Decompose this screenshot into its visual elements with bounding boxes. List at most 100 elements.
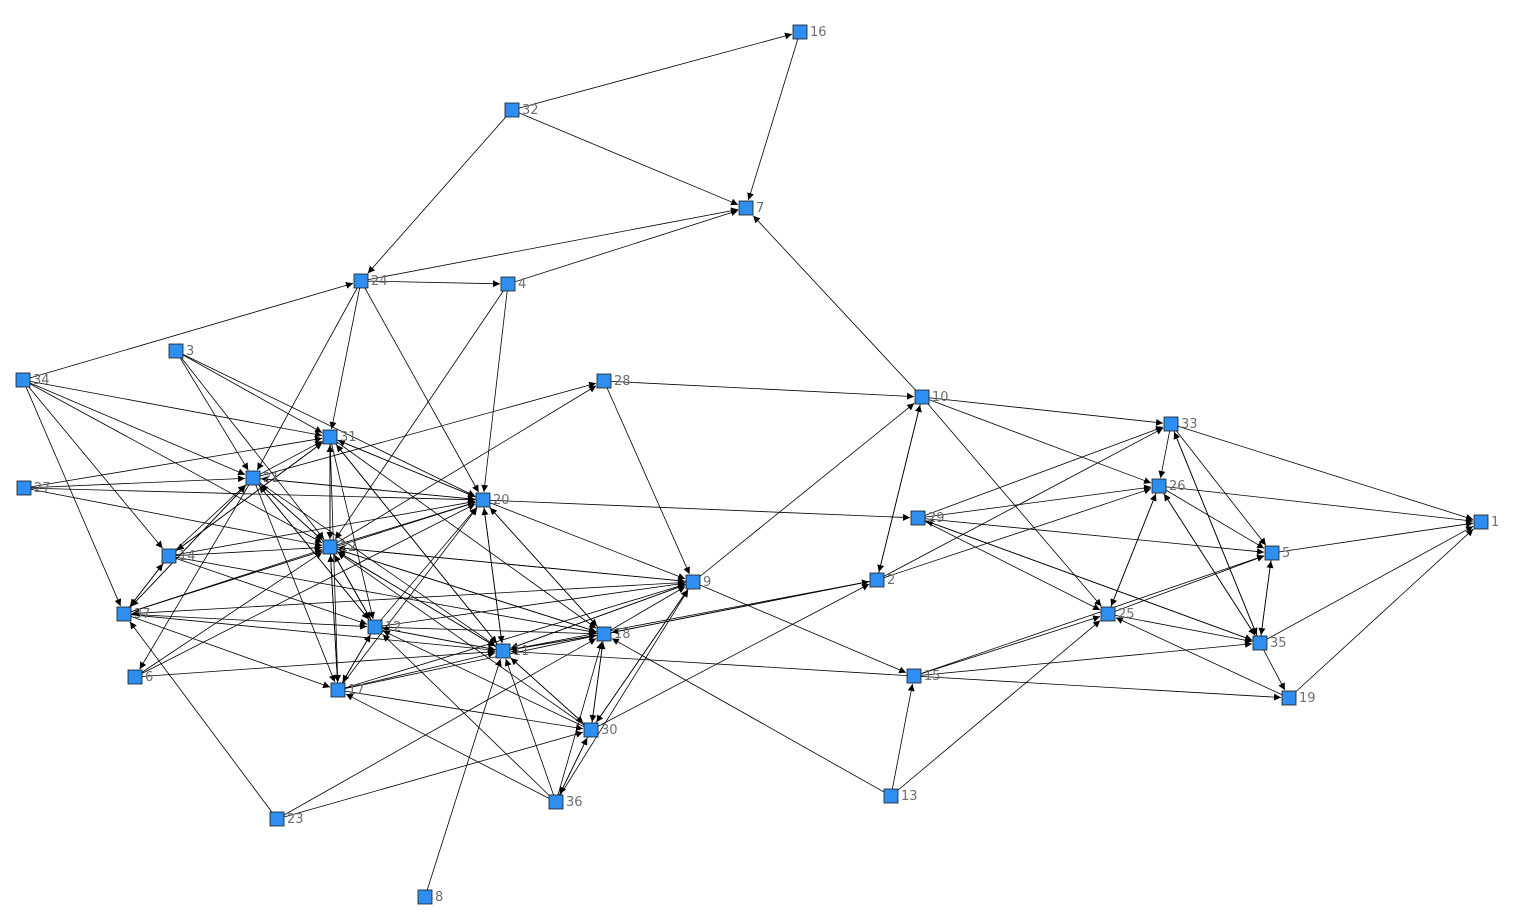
node-square-icon[interactable] xyxy=(685,574,701,590)
node-square-icon[interactable] xyxy=(245,470,261,486)
node-square-icon[interactable] xyxy=(161,548,177,564)
node-square-icon[interactable] xyxy=(330,682,346,698)
edge-34-to-14 xyxy=(22,379,163,549)
node-label: 4 xyxy=(518,277,526,292)
node-square-icon[interactable] xyxy=(883,788,899,804)
node-10[interactable]: 10 xyxy=(914,389,949,405)
edge-37-to-11 xyxy=(123,613,496,654)
node-30[interactable]: 30 xyxy=(583,722,618,738)
node-29[interactable]: 29 xyxy=(910,510,945,526)
node-square-icon[interactable] xyxy=(1264,545,1280,561)
node-square-icon[interactable] xyxy=(596,626,612,642)
node-15[interactable]: 15 xyxy=(906,668,941,684)
edge-20-to-9 xyxy=(482,499,686,580)
node-23[interactable]: 23 xyxy=(269,811,304,827)
node-square-icon[interactable] xyxy=(504,102,520,118)
node-label: 22 xyxy=(340,540,357,555)
node-square-icon[interactable] xyxy=(548,794,564,810)
node-35[interactable]: 35 xyxy=(1252,635,1287,651)
node-label: 3 xyxy=(186,344,194,359)
node-square-icon[interactable] xyxy=(792,24,808,40)
edge-35-to-29 xyxy=(925,520,1261,644)
node-19[interactable]: 19 xyxy=(1281,690,1316,706)
node-label: 12 xyxy=(385,620,402,635)
edge-9-to-37 xyxy=(131,581,694,617)
node-square-icon[interactable] xyxy=(596,373,612,389)
node-26[interactable]: 26 xyxy=(1151,478,1186,494)
node-14[interactable]: 14 xyxy=(161,548,196,564)
edge-14-to-21 xyxy=(168,484,246,557)
node-square-icon[interactable] xyxy=(1252,635,1268,651)
node-18[interactable]: 18 xyxy=(596,626,631,642)
node-square-icon[interactable] xyxy=(417,889,433,905)
node-square-icon[interactable] xyxy=(914,389,930,405)
edge-layer xyxy=(22,31,1474,898)
edge-32-to-16 xyxy=(511,32,793,111)
edge-3-to-31 xyxy=(175,350,323,433)
node-37[interactable]: 37 xyxy=(116,606,151,622)
node-square-icon[interactable] xyxy=(583,722,599,738)
node-square-icon[interactable] xyxy=(500,276,516,292)
node-square-icon[interactable] xyxy=(869,572,885,588)
node-square-icon[interactable] xyxy=(322,539,338,555)
node-square-icon[interactable] xyxy=(475,492,491,508)
node-17[interactable]: 17 xyxy=(330,682,365,698)
node-33[interactable]: 33 xyxy=(1163,416,1198,432)
node-9[interactable]: 9 xyxy=(685,574,711,590)
node-27[interactable]: 27 xyxy=(16,480,51,496)
edge-17-to-11 xyxy=(337,651,496,691)
edge-8-to-11 xyxy=(424,658,502,898)
node-label: 13 xyxy=(901,789,918,804)
node-31[interactable]: 31 xyxy=(322,429,357,445)
edge-25-to-5 xyxy=(1107,555,1265,615)
node-label: 17 xyxy=(348,683,365,698)
edge-24-to-7 xyxy=(360,207,739,282)
node-square-icon[interactable] xyxy=(353,273,369,289)
node-4[interactable]: 4 xyxy=(500,276,526,292)
node-square-icon[interactable] xyxy=(1281,690,1297,706)
node-24[interactable]: 24 xyxy=(353,273,388,289)
node-22[interactable]: 22 xyxy=(322,539,357,555)
node-square-icon[interactable] xyxy=(910,510,926,526)
edge-35-to-33 xyxy=(1173,431,1261,644)
node-square-icon[interactable] xyxy=(168,343,184,359)
node-square-icon[interactable] xyxy=(1100,606,1116,622)
node-square-icon[interactable] xyxy=(116,606,132,622)
node-6[interactable]: 6 xyxy=(127,669,153,685)
edge-3-to-22 xyxy=(175,350,325,540)
edge-24-to-20 xyxy=(360,280,479,493)
node-36[interactable]: 36 xyxy=(548,794,583,810)
node-square-icon[interactable] xyxy=(367,619,383,635)
node-21[interactable]: 21 xyxy=(245,470,280,486)
node-square-icon[interactable] xyxy=(1473,514,1489,530)
node-32[interactable]: 32 xyxy=(504,102,539,118)
edge-25-to-35 xyxy=(1107,613,1253,644)
node-label: 26 xyxy=(1169,479,1186,494)
node-square-icon[interactable] xyxy=(269,811,285,827)
node-2[interactable]: 2 xyxy=(869,572,895,588)
node-11[interactable]: 11 xyxy=(495,643,530,659)
node-square-icon[interactable] xyxy=(906,668,922,684)
edge-10-to-25 xyxy=(921,396,1102,607)
node-1[interactable]: 1 xyxy=(1473,514,1499,530)
node-5[interactable]: 5 xyxy=(1264,545,1290,561)
node-12[interactable]: 12 xyxy=(367,619,402,635)
node-7[interactable]: 7 xyxy=(738,200,764,216)
node-34[interactable]: 34 xyxy=(15,372,50,388)
node-square-icon[interactable] xyxy=(15,372,31,388)
node-square-icon[interactable] xyxy=(1151,478,1167,494)
node-square-icon[interactable] xyxy=(16,480,32,496)
node-13[interactable]: 13 xyxy=(883,788,918,804)
node-20[interactable]: 20 xyxy=(475,492,510,508)
node-16[interactable]: 16 xyxy=(792,24,827,40)
node-25[interactable]: 25 xyxy=(1100,606,1135,622)
node-square-icon[interactable] xyxy=(738,200,754,216)
node-square-icon[interactable] xyxy=(1163,416,1179,432)
node-3[interactable]: 3 xyxy=(168,343,194,359)
node-square-icon[interactable] xyxy=(495,643,511,659)
node-square-icon[interactable] xyxy=(127,669,143,685)
node-8[interactable]: 8 xyxy=(417,889,443,905)
edge-37-to-12 xyxy=(123,613,368,630)
node-28[interactable]: 28 xyxy=(596,373,631,389)
node-square-icon[interactable] xyxy=(322,429,338,445)
